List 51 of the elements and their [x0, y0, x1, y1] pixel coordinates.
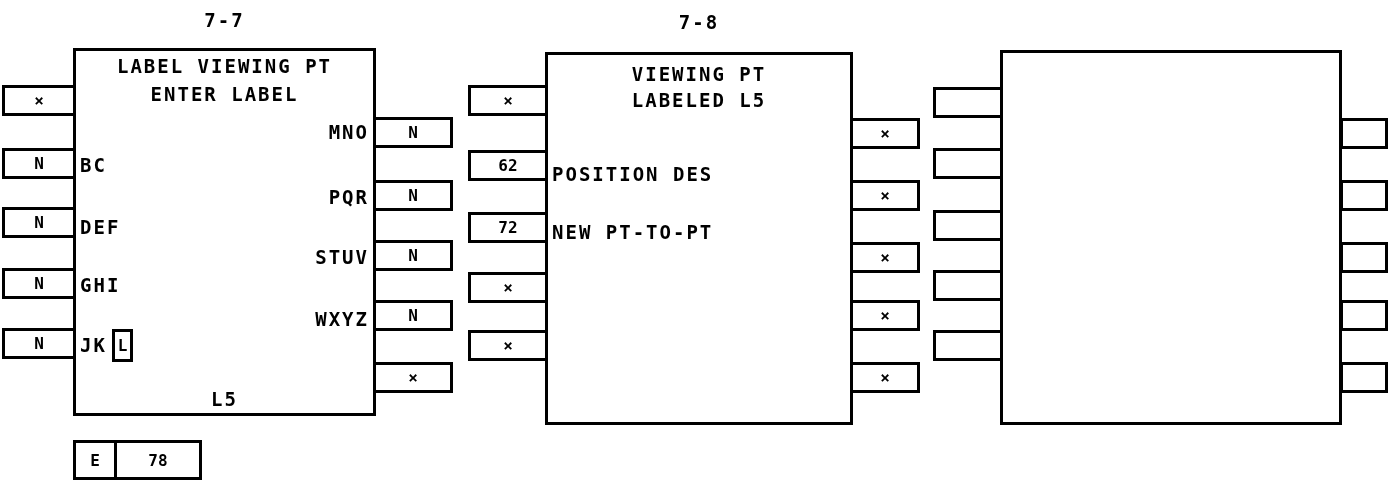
soft-key: N	[2, 268, 76, 299]
key-label: STUV	[315, 246, 369, 268]
soft-key: ×	[468, 272, 548, 303]
soft-key: ×	[850, 118, 920, 149]
figure-number: 7-7	[204, 9, 245, 31]
soft-key	[1340, 242, 1388, 273]
key-label: GHI	[80, 274, 121, 296]
soft-key: ×	[468, 330, 548, 361]
screen-text: ENTER LABEL	[150, 83, 299, 105]
soft-key	[1340, 300, 1388, 331]
key-label: DEF	[80, 216, 121, 238]
soft-key: N	[373, 117, 453, 148]
screen-text: L5	[211, 388, 238, 410]
soft-key: ×	[2, 85, 76, 116]
soft-key: N	[2, 207, 76, 238]
function-key: E	[73, 440, 117, 480]
soft-key: ×	[850, 180, 920, 211]
soft-key: ×	[850, 300, 920, 331]
key-label: JK	[80, 334, 107, 356]
soft-key: N	[2, 148, 76, 179]
soft-key	[1340, 180, 1388, 211]
soft-key: N	[373, 240, 453, 271]
soft-key: 72	[468, 212, 548, 243]
figure-number: 7-8	[678, 11, 720, 33]
soft-key	[933, 87, 1003, 118]
soft-key: N	[373, 180, 453, 211]
key-label: POSITION DES	[552, 163, 714, 185]
soft-key	[1340, 362, 1388, 393]
key-label: MNO	[328, 121, 369, 143]
key-label: NEW PT-TO-PT	[552, 221, 714, 243]
soft-key: 62	[468, 150, 548, 181]
key-label: BC	[80, 154, 107, 176]
key-label: WXYZ	[315, 308, 369, 330]
soft-key	[933, 148, 1003, 179]
soft-key	[1340, 118, 1388, 149]
screen-title: VIEWING PT	[631, 63, 767, 85]
soft-key	[933, 210, 1003, 241]
key-label: PQR	[328, 186, 369, 208]
soft-key	[933, 270, 1003, 301]
key-indicator: L	[112, 329, 133, 362]
soft-key: ×	[373, 362, 453, 393]
soft-key: N	[373, 300, 453, 331]
soft-key: ×	[468, 85, 548, 116]
display-screen	[1000, 50, 1342, 425]
soft-key	[933, 330, 1003, 361]
number-display: 78	[114, 440, 202, 480]
screen-title: LABEL VIEWING PT	[117, 55, 332, 77]
soft-key: ×	[850, 362, 920, 393]
soft-key: N	[2, 328, 76, 359]
screen-text: LABELED L5	[631, 89, 767, 111]
soft-key: ×	[850, 242, 920, 273]
